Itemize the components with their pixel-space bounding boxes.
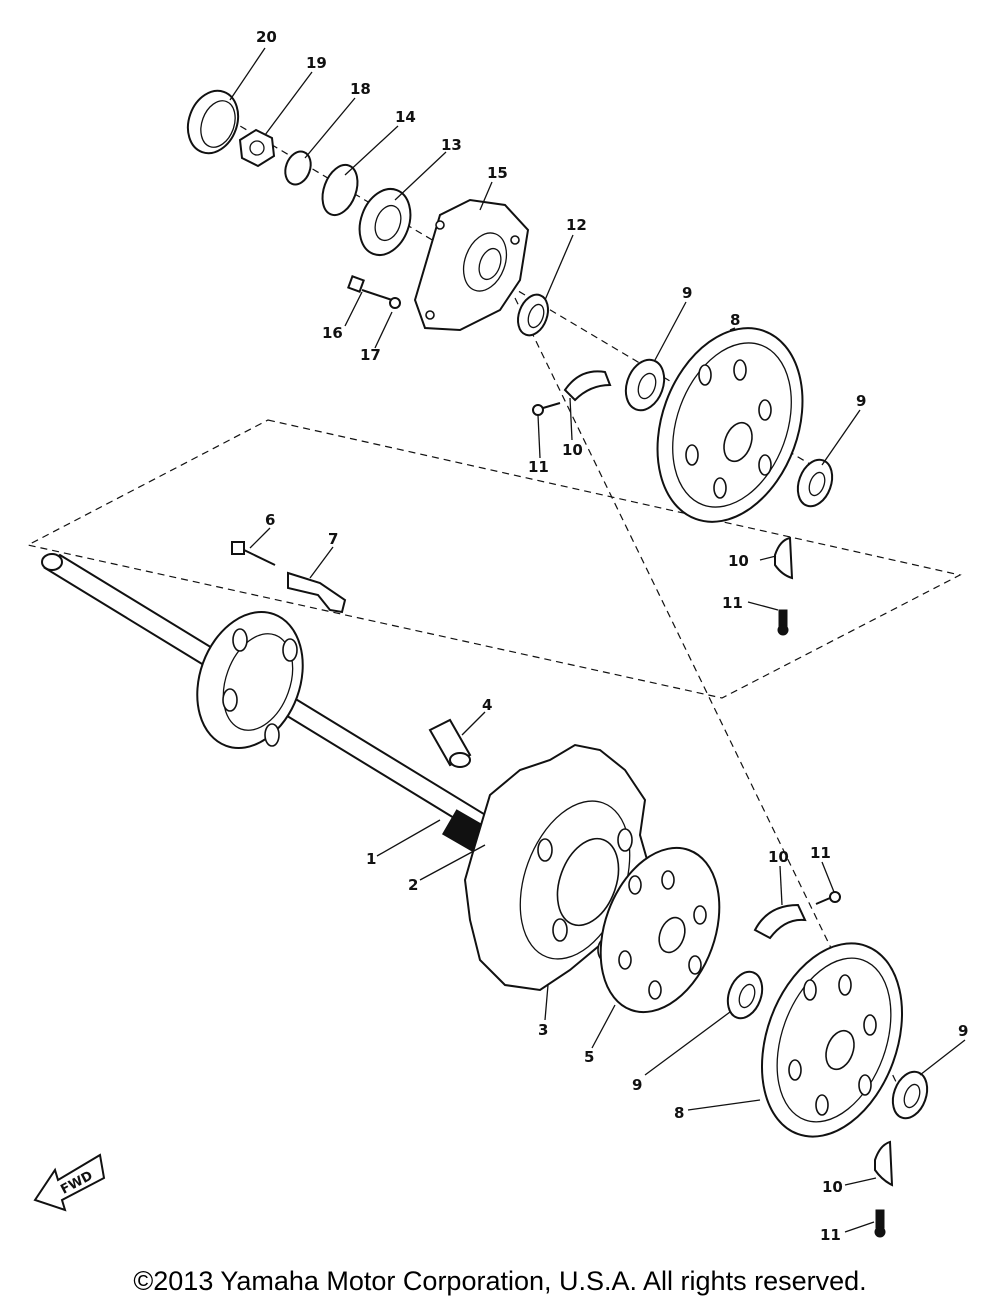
part-9-bearing-holder-upper-right [796,458,834,508]
part-9-bearing-holder-upper [624,358,666,412]
callout-labels: 20 19 18 14 13 15 12 16 17 9 8 9 10 11 1… [256,28,968,1244]
callout-10-upper: 10 [562,441,583,459]
callout-9-lower-right: 9 [958,1022,968,1040]
callout-15: 15 [487,164,508,182]
leader-lines [229,47,966,1233]
callout-3: 3 [538,1021,548,1039]
fwd-direction-arrow: FWD [33,1153,106,1212]
exploded-parts-diagram: 20 19 18 14 13 15 12 16 17 9 8 9 10 11 1… [26,28,968,1244]
part-15-bearing-housing [413,198,530,332]
callout-20: 20 [256,28,277,46]
part-8-idler-wheel-upper [656,327,804,523]
part-6-bolt [231,541,276,566]
copyright-notice: ©2013 Yamaha Motor Corporation, U.S.A. A… [133,1266,867,1296]
part-11-bolt-mid-right [777,609,789,636]
callout-9-upper-right: 9 [856,392,866,410]
callout-8-lower: 8 [674,1104,684,1122]
callout-9-lower-left: 9 [632,1076,642,1094]
part-16-bolt [347,275,393,301]
part-19-nut [238,128,276,168]
part-8-idler-wheel-lower [760,942,904,1138]
callout-18: 18 [350,80,371,98]
callout-8-upper: 8 [730,311,740,329]
callout-1: 1 [366,850,376,868]
callout-7: 7 [328,530,338,548]
part-11-bolt-upper [532,402,561,416]
callout-10-mid: 10 [728,552,749,570]
part-9-bearing-holder-lower-right [891,1070,929,1120]
callout-11-lower-upper: 11 [810,844,831,862]
part-7-bracket [287,571,347,614]
callout-14: 14 [395,108,416,126]
callout-5: 5 [584,1048,594,1066]
part-20-seal-cap [186,89,240,155]
part-10-clamp-mid-right [774,536,794,580]
part-11-bolt-lower-upper [815,891,841,905]
callout-17: 17 [360,346,381,364]
callout-11-mid: 11 [722,594,743,612]
assembly-boundary-outline [26,419,962,699]
callout-6: 6 [265,511,275,529]
part-10-clamp-upper [563,370,612,402]
part-14-circlip [321,163,359,217]
callout-2: 2 [408,876,418,894]
callout-11-lower: 11 [820,1226,841,1244]
part-10-clamp-lower [874,1140,894,1187]
callout-16: 16 [322,324,343,342]
callout-10-lower: 10 [822,1178,843,1196]
part-4-spacer [428,718,472,768]
part-18-washer [284,150,312,186]
part-5-sprocket-plate [599,846,721,1014]
part-9-bearing-holder-lower-left [726,970,764,1020]
callout-9-upper: 9 [682,284,692,302]
part-17-washer [389,297,401,309]
part-13-bearing [358,188,412,256]
shaft-flange-disc [196,611,304,749]
callout-13: 13 [441,136,462,154]
callout-12: 12 [566,216,587,234]
callout-19: 19 [306,54,327,72]
part-10-clamp-lower-upper [753,903,807,940]
part-11-bolt-lower [874,1209,886,1238]
callout-10-lower-upper: 10 [768,848,789,866]
callout-11-upper: 11 [528,458,549,476]
callout-4: 4 [482,696,492,714]
part-12-oil-seal [517,293,549,337]
